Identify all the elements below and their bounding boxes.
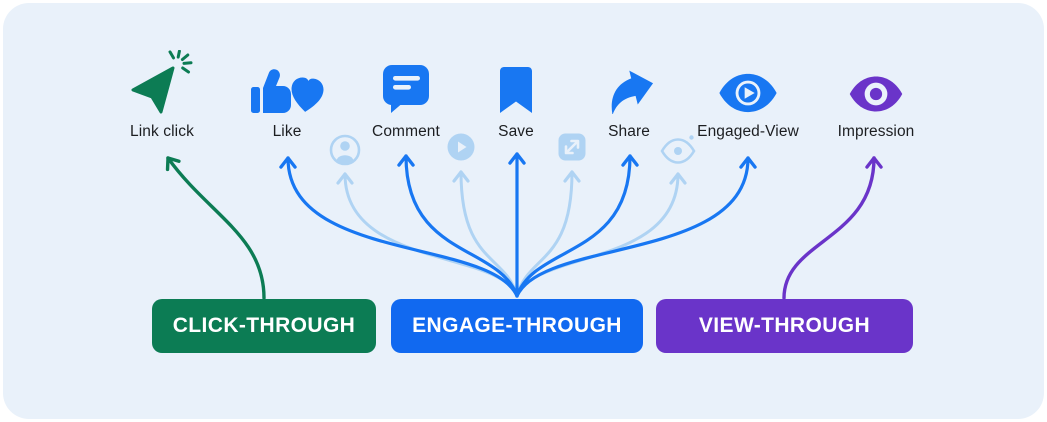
view-through-label: VIEW-THROUGH — [698, 314, 871, 337]
metric-label: Share — [608, 123, 650, 140]
metric-label: Impression — [837, 123, 915, 140]
metric-label: Comment — [372, 123, 440, 140]
metric-label: Link click — [130, 123, 194, 140]
metric-engaged-view: Engaged-View — [678, 52, 818, 141]
metric-like: Like — [217, 52, 357, 141]
engage-through-button: ENGAGE-THROUGH — [391, 299, 643, 353]
view-through-button: VIEW-THROUGH — [656, 299, 913, 353]
thumb-heart-icon — [250, 52, 324, 114]
bookmark-icon — [499, 52, 533, 114]
metric-impression: Impression — [806, 52, 946, 141]
click-through-button: CLICK-THROUGH — [152, 299, 376, 353]
play-circle-icon — [447, 133, 475, 161]
comment-bubble-icon — [382, 52, 430, 114]
cursor-click-icon — [129, 50, 195, 114]
click-through-label: CLICK-THROUGH — [172, 314, 356, 337]
metric-label: Save — [498, 123, 534, 140]
engage-through-label: ENGAGE-THROUGH — [412, 314, 622, 337]
metric-label: Engaged-View — [697, 123, 799, 140]
eye-icon — [848, 52, 904, 114]
metric-save: Save — [446, 52, 586, 141]
metric-link-click: Link click — [92, 50, 232, 141]
share-arrow-icon — [602, 52, 656, 114]
metric-label: Like — [272, 123, 302, 140]
expand-icon — [558, 133, 586, 161]
metric-share: Share — [559, 52, 699, 141]
metric-comment: Comment — [336, 52, 476, 141]
profile-circle-icon — [329, 134, 361, 166]
eye-play-icon — [717, 52, 779, 114]
eye-glance-icon — [660, 134, 698, 164]
